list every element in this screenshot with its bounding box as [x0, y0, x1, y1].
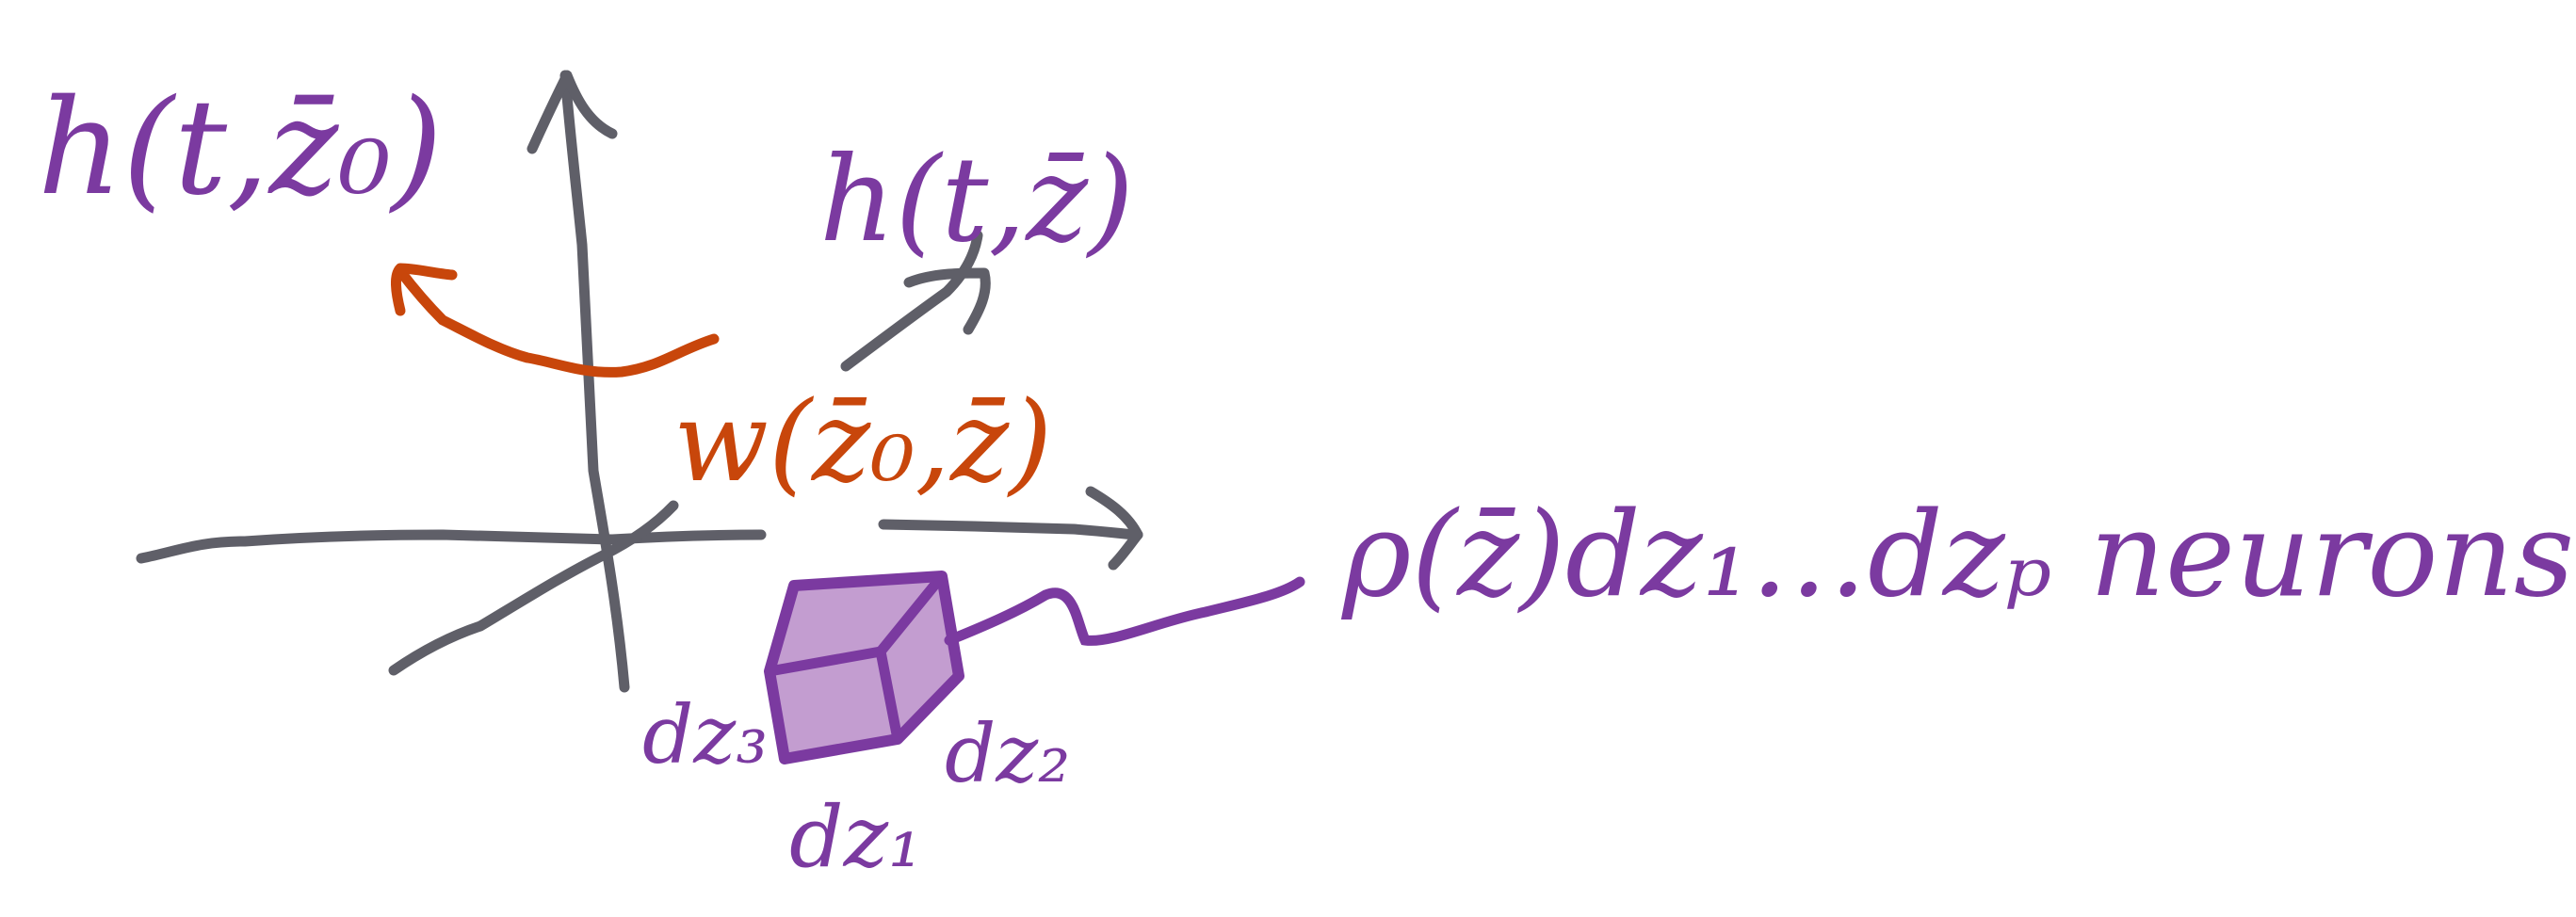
- vertical-axis: [559, 70, 630, 693]
- volume-element-cube: [764, 571, 1305, 764]
- label-dz1: dz₁: [789, 788, 922, 887]
- annotation-text: h(t,z̄₀) h(t,z̄) w(z̄₀,z̄) ρ(z̄)dz₁…dzₚ …: [38, 72, 2574, 887]
- coordinate-axes: [136, 70, 1143, 693]
- weight-connection-curve: [391, 263, 720, 378]
- diagonal-axis-upper: [840, 230, 983, 372]
- cube-to-density-line: [944, 576, 1305, 646]
- label-h-z: h(t,z̄): [819, 132, 1134, 268]
- label-weight: w(z̄₀,z̄): [673, 377, 1052, 507]
- label-dz3: dz₃: [642, 689, 768, 782]
- diagonal-axis-arrowhead: [903, 267, 991, 335]
- label-density-neurons: ρ(z̄)dz₁…dzₚ neurons: [1340, 487, 2574, 623]
- orange-arrowhead: [391, 263, 458, 316]
- diagonal-axis: [388, 500, 679, 676]
- orange-connection-line: [395, 265, 720, 378]
- horizontal-axis-arrowhead: [1085, 486, 1143, 571]
- label-dz2: dz₂: [945, 708, 1070, 801]
- cube-edges: [764, 571, 948, 745]
- horizontal-axis: [136, 529, 767, 564]
- label-h-z0: h(t,z̄₀): [38, 72, 443, 225]
- vertical-axis-arrowhead: [527, 70, 618, 154]
- horizontal-axis-arrow-shaft: [878, 519, 1143, 540]
